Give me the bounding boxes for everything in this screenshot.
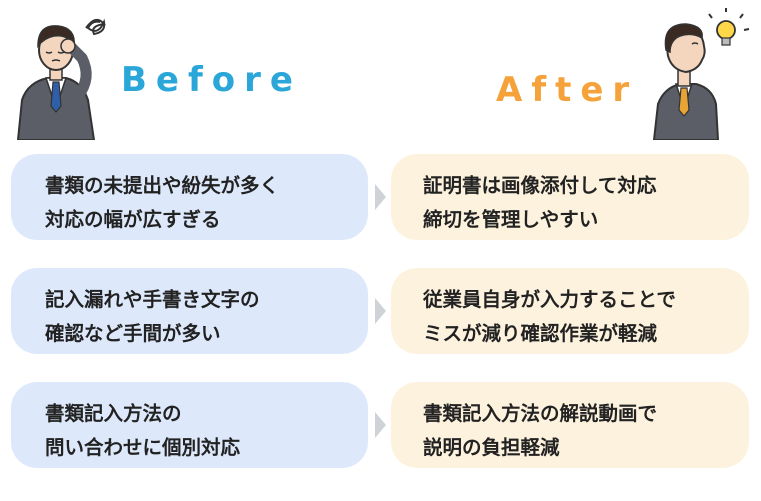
after-item-1: 証明書は画像添付して対応 締切を管理しやすい bbox=[391, 154, 749, 240]
arrow-right-icon bbox=[375, 412, 386, 438]
worried-businessman-icon bbox=[16, 18, 106, 140]
before-item-2: 記入漏れや手書き文字の 確認など手間が多い bbox=[11, 268, 368, 354]
before-item-1: 書類の未提出や紛失が多く 対応の幅が広すぎる bbox=[11, 154, 368, 240]
after-item-3: 書類記入方法の解説動画で 説明の負担軽減 bbox=[391, 382, 749, 468]
before-heading: Before bbox=[121, 60, 302, 100]
arrow-right-icon bbox=[375, 184, 386, 210]
idea-businessman-icon bbox=[652, 8, 750, 140]
arrow-right-icon bbox=[375, 298, 386, 324]
before-item-3: 書類記入方法の 問い合わせに個別対応 bbox=[11, 382, 368, 468]
after-item-2: 従業員自身が入力することで ミスが減り確認作業が軽減 bbox=[391, 268, 749, 354]
after-heading: After bbox=[496, 70, 639, 110]
light-bulb-icon bbox=[708, 8, 750, 46]
